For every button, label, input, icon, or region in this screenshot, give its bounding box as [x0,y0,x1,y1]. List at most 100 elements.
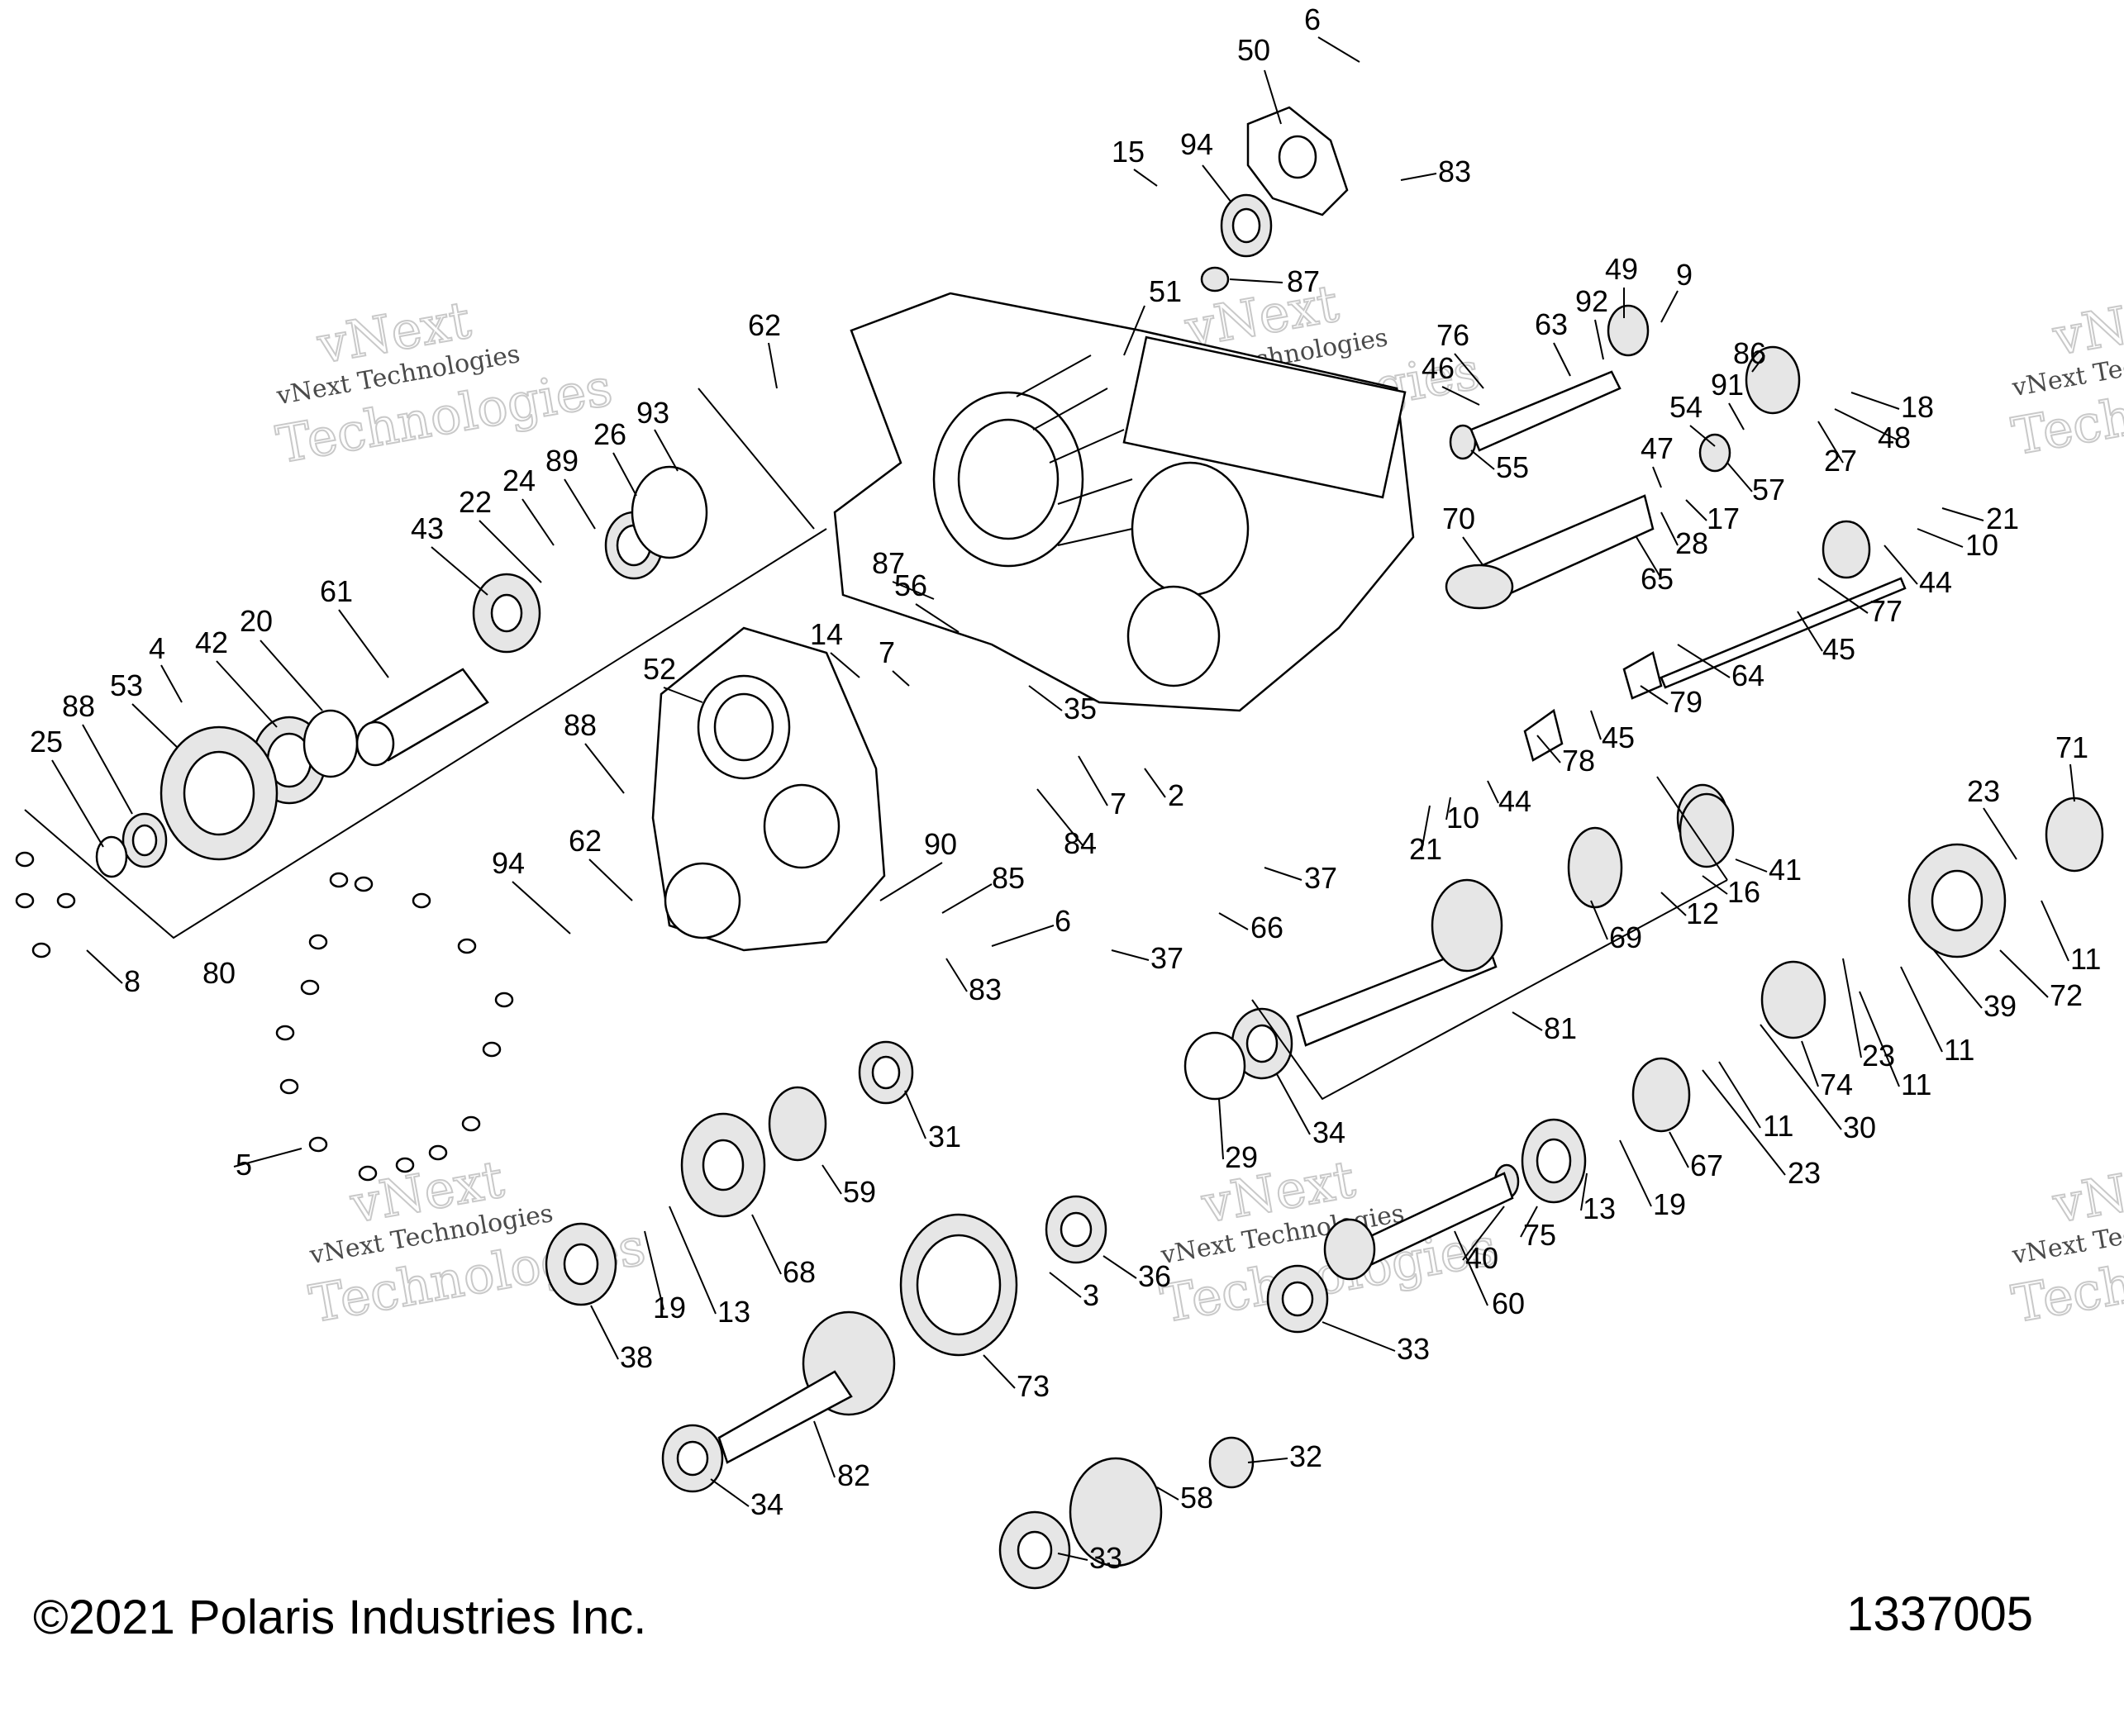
callout-83: 83 [969,973,1002,1006]
callout-13: 13 [717,1295,750,1329]
callout-2: 2 [1168,778,1184,812]
callout-82: 82 [837,1458,870,1492]
bracket-81 [1251,776,1728,1101]
callout-90: 90 [924,827,957,861]
callout-10: 10 [1446,801,1479,835]
callout-62: 62 [569,824,602,858]
gear-cluster-lower-left [545,1040,1255,1590]
bracket-80 [24,388,827,939]
callout-34: 34 [1312,1115,1345,1149]
callout-22: 22 [459,485,492,519]
callout-63: 63 [1535,307,1568,341]
callout-49: 49 [1605,252,1638,286]
callout-74: 74 [1820,1068,1853,1101]
callout-79: 79 [1669,685,1703,719]
callout-24: 24 [502,464,536,497]
callout-92: 92 [1575,284,1608,318]
callout-41: 41 [1769,853,1802,887]
seal-94-top-inner [1231,207,1261,244]
callout-3: 3 [1083,1278,1099,1312]
callout-51: 51 [1149,274,1182,308]
callout-85: 85 [992,861,1025,895]
callout-35: 35 [1064,692,1097,725]
callout-7: 7 [879,635,895,669]
watermark-right-top: vNext vNext Technologies Technologies [2007,280,2124,468]
callout-13: 13 [1583,1191,1616,1225]
callout-76: 76 [1436,318,1469,352]
cover-52 [651,626,886,952]
callout-50: 50 [1237,33,1270,67]
callout-57: 57 [1752,473,1785,507]
callout-52: 52 [643,652,676,686]
leader-lines [51,36,2075,1561]
callout-71: 71 [2055,730,2088,764]
callout-61: 61 [320,574,353,608]
callout-87: 87 [872,546,905,580]
callout-29: 29 [1225,1140,1258,1174]
callout-46: 46 [1422,351,1455,385]
callout-70: 70 [1442,502,1475,535]
callout-38: 38 [620,1340,653,1374]
callout-labels: 6 50 15 94 83 87 62 51 93 26 89 24 22 43… [30,2,2101,1575]
callout-66: 66 [1250,911,1283,944]
callout-17: 17 [1707,502,1740,535]
callout-59: 59 [843,1175,876,1209]
callout-45: 45 [1822,632,1855,666]
callout-88: 88 [62,689,95,723]
callout-11: 11 [1944,1033,1974,1067]
callout-7: 7 [1110,787,1126,820]
callout-54: 54 [1669,390,1703,424]
callout-37: 37 [1304,861,1337,895]
callout-60: 60 [1492,1287,1525,1320]
callout-93: 93 [636,396,669,430]
callout-42: 42 [195,625,228,659]
callout-55: 55 [1496,450,1529,484]
callout-31: 31 [928,1120,961,1153]
callout-36: 36 [1138,1259,1171,1293]
callout-18: 18 [1901,390,1934,424]
callout-26: 26 [593,417,626,451]
callout-62: 62 [748,308,781,342]
gear-stack-right [1266,797,2104,1334]
callout-45: 45 [1602,721,1635,754]
callout-20: 20 [240,604,273,638]
top-cover-50 [1246,106,1349,216]
callout-32: 32 [1289,1439,1322,1473]
callout-19: 19 [1653,1187,1686,1221]
callout-6: 6 [1304,2,1321,36]
callout-11: 11 [2070,942,2101,976]
callout-11: 11 [1901,1068,1931,1101]
callout-25: 25 [30,725,63,759]
callout-27: 27 [1824,444,1857,478]
watermark-line1: vNext [2048,281,2124,367]
copyright-notice: ©2021 Polaris Industries Inc. [33,1591,647,1644]
callout-40: 40 [1465,1241,1498,1275]
callout-64: 64 [1731,659,1764,692]
callout-37: 37 [1150,941,1183,975]
bolt-set-80 [15,851,514,1182]
callout-78: 78 [1562,744,1595,778]
watermark-line1: vNext [2048,1149,2124,1234]
callout-67: 67 [1690,1149,1723,1182]
callout-68: 68 [783,1255,816,1289]
callout-23: 23 [1788,1156,1821,1190]
callout-73: 73 [1017,1369,1050,1403]
callout-47: 47 [1641,431,1674,465]
main-case-51 [833,292,1415,712]
callout-83: 83 [1438,155,1471,188]
callout-14: 14 [810,617,843,651]
callout-43: 43 [411,511,444,545]
callout-10: 10 [1965,528,1998,562]
callout-77: 77 [1869,594,1903,628]
drawing-number: 1337005 [1846,1587,2033,1641]
shift-assembly-upper-right [1445,304,1907,868]
callout-23: 23 [1967,774,2000,808]
callout-94: 94 [1180,127,1213,161]
callout-33: 33 [1397,1332,1430,1366]
callout-81: 81 [1544,1011,1577,1045]
callout-39: 39 [1984,989,2017,1023]
part-illustrations [15,106,2104,1590]
callout-21: 21 [1409,832,1442,866]
watermark-right-bottom: vNext vNext Technologies Technologies [2007,1148,2124,1335]
